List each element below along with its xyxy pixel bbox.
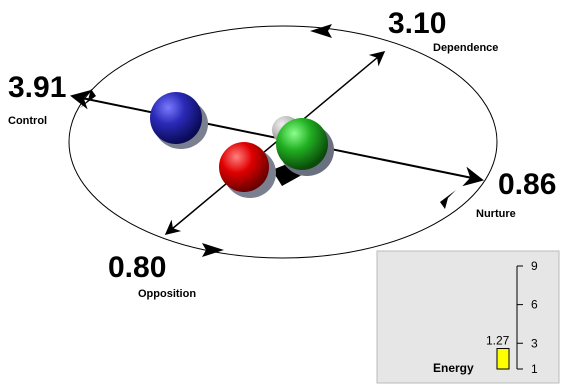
sphere-red xyxy=(219,142,276,198)
control-value: 3.91 xyxy=(8,71,66,104)
gauge-tick-label: 9 xyxy=(531,259,538,273)
energy-bar xyxy=(496,348,510,370)
dependence-label: Dependence xyxy=(433,42,498,54)
control-label: Control xyxy=(8,115,47,127)
energy-value: 1.27 xyxy=(486,334,510,348)
orbit-arrow-top xyxy=(310,24,332,38)
gauge-tick-label: 6 xyxy=(531,298,538,312)
gauge-panel xyxy=(376,250,560,384)
dependence-opposition-axis xyxy=(164,51,386,235)
gauge-ticks: 9 6 3 1 xyxy=(517,259,538,376)
orbit-arrow-right xyxy=(440,190,456,209)
gauge-tick-label: 1 xyxy=(531,362,538,376)
nurture-label: Nurture xyxy=(476,208,516,220)
dependence-value: 3.10 xyxy=(388,7,446,40)
orbit-arrow-bottom xyxy=(202,243,224,257)
orbit-ellipse xyxy=(68,25,498,259)
sphere-green xyxy=(276,118,334,176)
sphere-blue xyxy=(150,92,208,149)
opposition-value: 0.80 xyxy=(108,251,166,284)
energy-label: Energy xyxy=(433,361,474,375)
energy-gauge: 9 6 3 1 1.27 Energy xyxy=(376,250,560,384)
nurture-value: 0.86 xyxy=(498,168,556,201)
gauge-tick-label: 3 xyxy=(531,336,538,350)
opposition-label: Opposition xyxy=(138,288,196,300)
